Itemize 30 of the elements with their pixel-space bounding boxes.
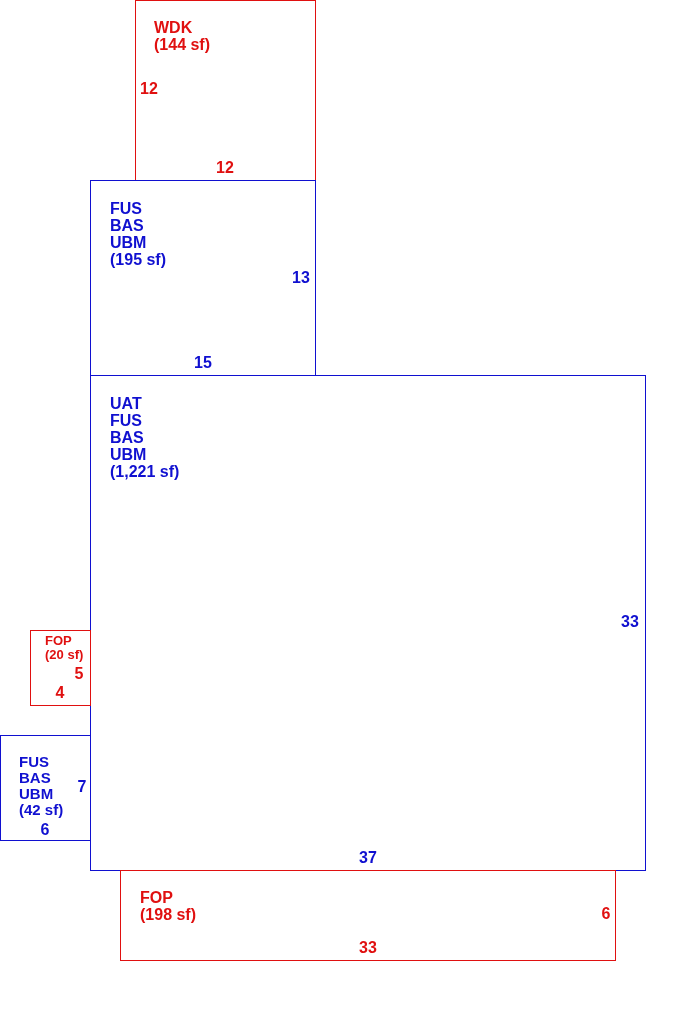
area-size: (42 sf) bbox=[19, 802, 64, 819]
area-outline bbox=[90, 180, 316, 376]
area-size: (20 sf) bbox=[45, 647, 84, 662]
area-codes: FOP bbox=[45, 634, 72, 648]
area-codes: FUS BAS UBM bbox=[110, 200, 147, 252]
dimension-label: 5 bbox=[74, 665, 84, 683]
area-codes: UAT FUS BAS UBM bbox=[110, 395, 147, 464]
dimension-label: 33 bbox=[621, 613, 639, 631]
dimension-label: 7 bbox=[77, 778, 87, 796]
area-codes: FUS BAS UBM bbox=[19, 754, 54, 803]
area-outline bbox=[135, 0, 316, 181]
area-codes: WDK bbox=[154, 19, 193, 37]
dimension-label: 12 bbox=[216, 159, 234, 177]
dimension-label: 12 bbox=[140, 80, 158, 98]
dimension-label: 6 bbox=[601, 905, 611, 923]
dimension-label: 4 bbox=[55, 684, 65, 702]
area-size: (195 sf) bbox=[110, 251, 167, 269]
area-size: (144 sf) bbox=[154, 36, 211, 54]
dimension-label: 13 bbox=[292, 269, 310, 287]
area-outline bbox=[120, 870, 616, 961]
dimension-label: 15 bbox=[194, 354, 212, 372]
dimension-label: 33 bbox=[359, 939, 377, 957]
dimension-label: 37 bbox=[359, 849, 377, 867]
area-size: (1,221 sf) bbox=[110, 463, 180, 481]
area-codes: FOP bbox=[140, 889, 173, 907]
area-outline bbox=[90, 375, 646, 871]
area-outline bbox=[30, 630, 91, 706]
dimension-label: 6 bbox=[40, 821, 50, 839]
area-outline bbox=[0, 735, 91, 841]
area-size: (198 sf) bbox=[140, 906, 197, 924]
